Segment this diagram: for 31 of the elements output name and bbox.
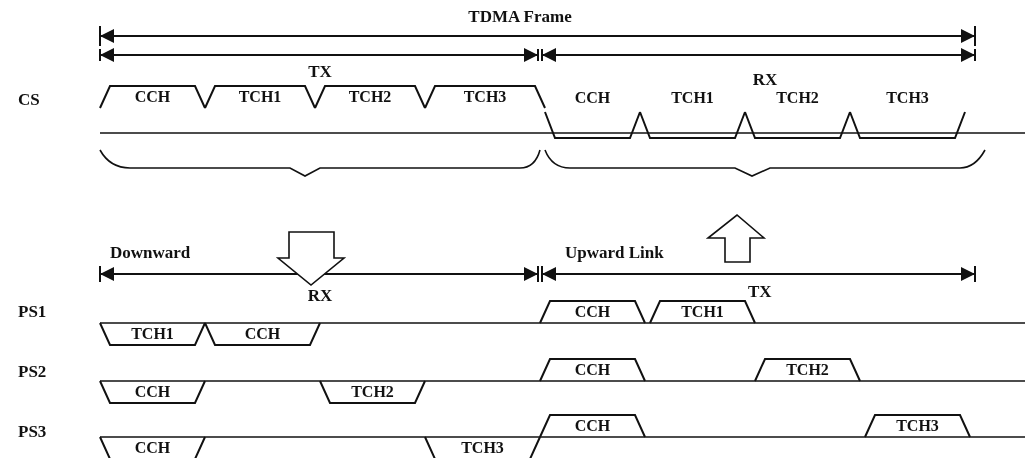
time-slot: TCH2 [755, 359, 860, 381]
signal-name: PS2 [18, 362, 47, 382]
dimension-label: TX [308, 62, 332, 82]
time-slot: CCH [100, 86, 205, 108]
time-slot: TCH3 [425, 437, 540, 458]
dimension-label: RX [752, 70, 778, 90]
dimension-label: TX [748, 282, 772, 302]
time-slot: CCH [540, 359, 645, 381]
time-slot: CCH [205, 323, 320, 345]
link-label: Upward Link [565, 243, 664, 263]
time-slot: TCH2 [745, 90, 850, 138]
time-slot: TCH1 [640, 90, 745, 138]
link-label: Downward [110, 243, 191, 263]
time-slot: TCH3 [425, 86, 545, 108]
time-slot: CCH [100, 437, 205, 458]
time-slot: CCH [100, 381, 205, 403]
dimension-label: RX [307, 286, 333, 306]
time-slot: TCH2 [320, 381, 425, 403]
time-slot: TCH3 [865, 415, 970, 437]
time-slot: TCH3 [850, 90, 965, 138]
dimension-label: TDMA Frame [468, 7, 572, 27]
time-slot: CCH [540, 301, 645, 323]
signal-name: PS3 [18, 422, 47, 442]
time-slot: CCH [540, 415, 645, 437]
time-slot: TCH1 [100, 323, 205, 345]
signal-name: CS [18, 90, 40, 110]
time-slot: TCH1 [650, 301, 755, 323]
time-slot: TCH1 [205, 86, 315, 108]
time-slot: TCH2 [315, 86, 425, 108]
signal-name: PS1 [18, 302, 47, 322]
time-slot: CCH [545, 90, 640, 138]
